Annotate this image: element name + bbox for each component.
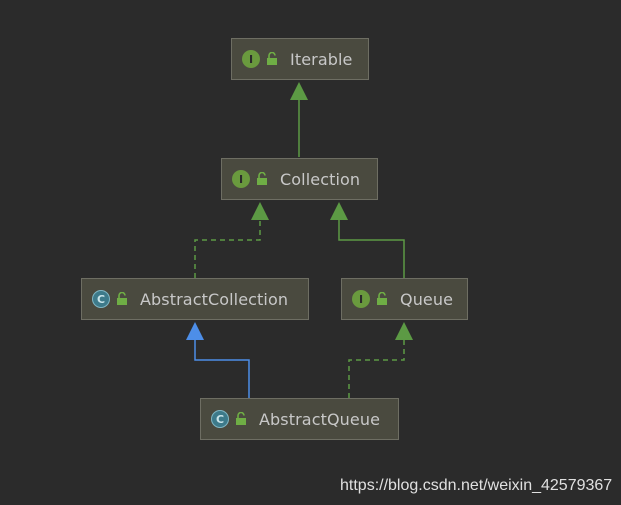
- node-label: AbstractQueue: [259, 409, 381, 429]
- node-label: AbstractCollection: [140, 289, 289, 309]
- edge-abstractqueue-to-queue: [348, 322, 413, 398]
- interface-badge-icon: I: [232, 170, 250, 188]
- watermark-url: https://blog.csdn.net/weixin_42579367: [340, 477, 613, 494]
- open-lock-icon: [236, 412, 246, 425]
- node-label: Iterable: [290, 49, 353, 69]
- arrowhead-icon: [395, 322, 413, 340]
- interface-badge-icon: I: [352, 290, 370, 308]
- node-queue[interactable]: I Queue: [341, 278, 468, 320]
- class-badge-icon: C: [211, 410, 229, 428]
- edge-collection-to-iterable: [290, 82, 308, 157]
- edge-abstractcollection-to-collection: [194, 202, 269, 278]
- arrowhead-icon: [330, 202, 348, 220]
- open-lock-icon: [267, 52, 277, 65]
- node-abstract-collection[interactable]: C AbstractCollection: [81, 278, 309, 320]
- open-lock-icon: [257, 172, 267, 185]
- arrowhead-icon: [186, 322, 204, 340]
- arrowhead-icon: [251, 202, 269, 220]
- node-label: Queue: [400, 289, 454, 309]
- node-abstract-queue[interactable]: C AbstractQueue: [200, 398, 399, 440]
- node-label: Collection: [280, 169, 361, 189]
- edge-abstractqueue-to-abstractcollection: [186, 322, 250, 398]
- open-lock-icon: [117, 292, 127, 305]
- interface-badge-icon: I: [242, 50, 260, 68]
- node-iterable[interactable]: I Iterable: [231, 38, 369, 80]
- edge-queue-to-collection: [330, 202, 405, 278]
- arrowhead-icon: [290, 82, 308, 100]
- class-badge-icon: C: [92, 290, 110, 308]
- open-lock-icon: [377, 292, 387, 305]
- node-collection[interactable]: I Collection: [221, 158, 378, 200]
